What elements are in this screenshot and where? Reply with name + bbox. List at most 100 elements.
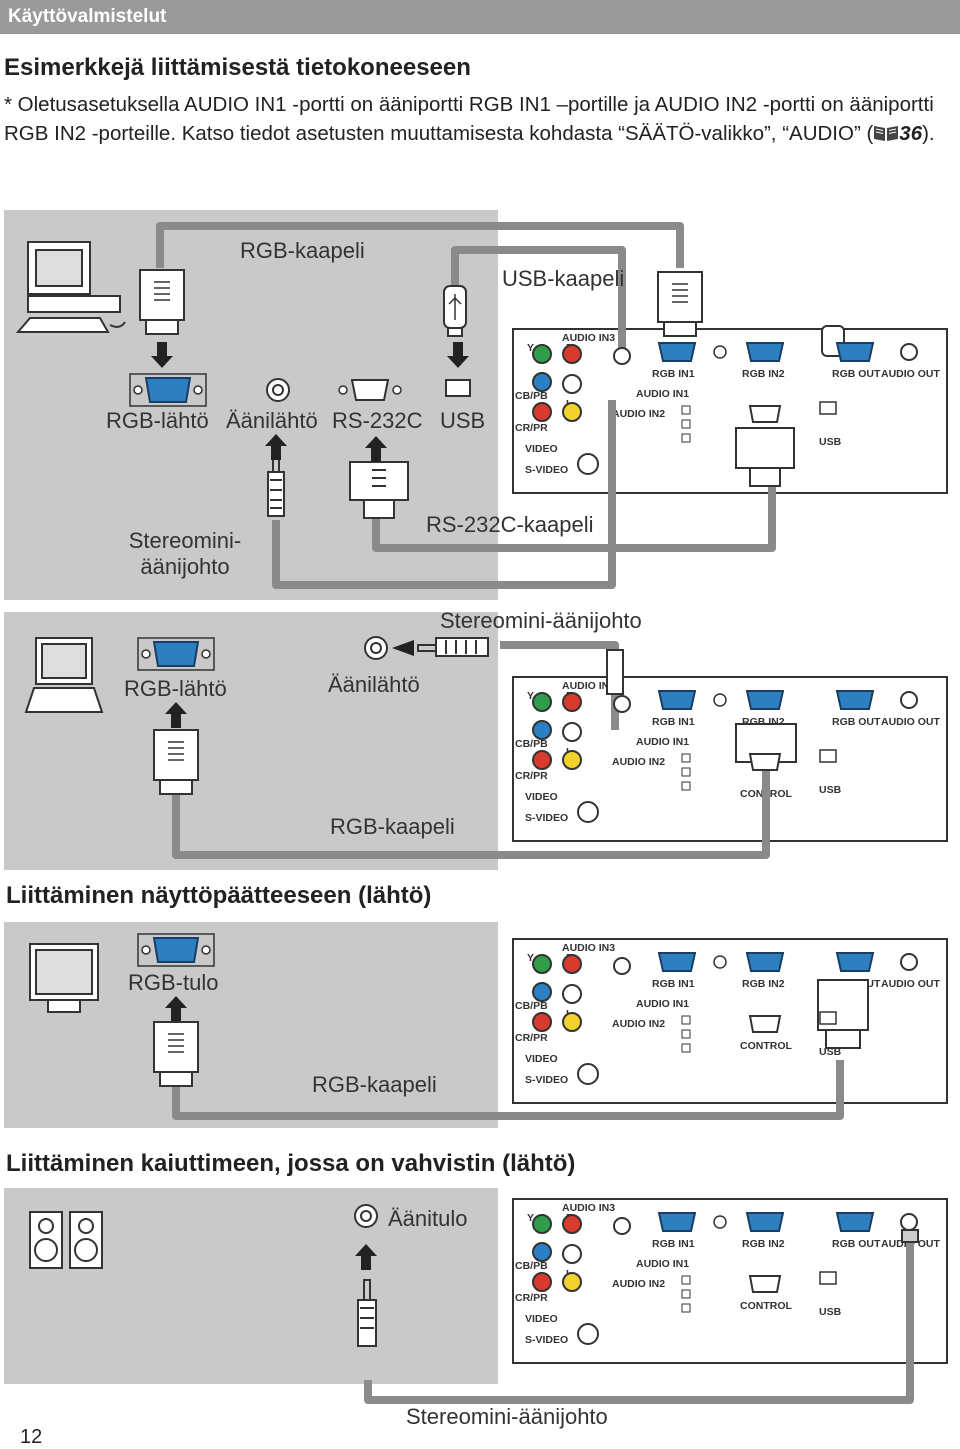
port-label-s-video: S-VIDEO [525,1074,569,1086]
audio-out-label: Äänilähtö [226,408,318,433]
stereo-plug-icon [267,449,285,517]
rgb-in-label: RGB-tulo [128,970,219,995]
port-label-rgb-in2: RGB IN2 [742,1238,785,1250]
usb-plug-icon [443,285,467,337]
projector-ports-4 [532,1212,918,1345]
port-label-audio-in2: AUDIO IN2 [612,1278,666,1290]
usb-cable-label: USB-kaapeli [502,266,625,291]
port-label-audio-in3: AUDIO IN3 [562,942,616,954]
speaker-icon [29,1211,103,1269]
port-label-audio-in1: AUDIO IN1 [636,1258,690,1270]
stereo-plug-icon [606,649,624,695]
rgb-out-label: RGB-lähtö [106,408,209,433]
port-label-audio-in3: AUDIO IN3 [562,680,616,692]
main-heading: Esimerkkejä liittämisestä tietokoneeseen [4,54,471,81]
port-label-rgb-in2: RGB IN2 [742,978,785,990]
usb-port-icon [445,379,471,397]
port-label-video: VIDEO [525,443,558,455]
port-label-video: VIDEO [525,791,558,803]
port-label-audio-in1: AUDIO IN1 [636,388,690,400]
port-label-y: Y [527,690,535,702]
rgb-cable-label: RGB-kaapeli [312,1072,437,1097]
rs232c-label: RS-232C [332,408,423,433]
port-label-rgb-out: RGB OUT [832,716,881,728]
projector-ports-1 [532,342,918,475]
port-label-cr-pr: CR/PR [515,1292,548,1304]
port-label-audio-in3: AUDIO IN3 [562,332,616,344]
port-label-audio-in2: AUDIO IN2 [612,408,666,420]
port-label-s-video: S-VIDEO [525,812,569,824]
page-reference: 36 [899,122,923,145]
port-label-rgb-in1: RGB IN1 [652,368,695,380]
port-label-y: Y [527,1212,535,1224]
port-label-cb-pb: CB/PB [515,1260,548,1272]
port-label-cb-pb: CB/PB [515,390,548,402]
rgb-out-label: RGB-lähtö [124,676,227,701]
section-header-bar: Käyttövalmistelut [0,0,960,34]
port-label-audio-in2: AUDIO IN2 [612,1018,666,1030]
stereo-plug-icon [357,1279,377,1347]
port-label-video: VIDEO [525,1313,558,1325]
port-label-rgb-in1: RGB IN1 [652,1238,695,1250]
port-label-s-video: S-VIDEO [525,1334,569,1346]
port-label-cr-pr: CR/PR [515,1032,548,1044]
cables-d3 [172,1060,844,1120]
port-label-usb: USB [819,784,842,796]
usb-label: USB [440,408,486,433]
port-label-y: Y [527,952,535,964]
port-label-audio-in1: AUDIO IN1 [636,998,690,1010]
port-label-usb: USB [819,436,842,448]
port-label-rgb-in1: RGB IN1 [652,716,695,728]
stereo-cable-label: Stereomini-äänijohto [440,608,642,633]
stereo-plug-icon [417,637,489,657]
port-label-s-video: S-VIDEO [525,464,569,476]
audio-in-label: Äänitulo [388,1206,468,1231]
rgb-cable-label: RGB-kaapeli [240,238,365,263]
port-label-cr-pr: CR/PR [515,770,548,782]
intro-text-end: ). [922,122,935,145]
port-label-audio-in2: AUDIO IN2 [612,756,666,768]
laptop-icon [24,637,104,713]
stereo-cable-label: Stereomini-äänijohto [406,1404,608,1429]
intro-paragraph: * Oletusasetuksella AUDIO IN1 -portti on… [4,90,954,148]
section-title: Käyttövalmistelut [8,6,167,27]
port-label-video: VIDEO [525,1053,558,1065]
port-label-audio-in3: AUDIO IN3 [562,1202,616,1214]
rs232c-plug-icon [349,461,409,519]
arrow-left-icon [392,640,414,656]
port-label-rgb-out: RGB OUT [832,1238,881,1250]
rs232c-cable-label: RS-232C-kaapeli [426,512,594,537]
port-label-cr-pr: CR/PR [515,422,548,434]
book-icon [874,126,899,141]
rgb-cable-label: RGB-kaapeli [330,814,455,839]
monitor-icon [29,943,99,1013]
port-label-rgb-in1: RGB IN1 [652,978,695,990]
port-label-y: Y [527,342,535,354]
stereo-cable-label-line2: äänijohto [140,554,230,579]
section-heading-speaker: Liittäminen kaiuttimeen, jossa on vahvis… [6,1150,576,1177]
rs232c-plug-icon [735,427,795,487]
intro-text: * Oletusasetuksella AUDIO IN1 -portti on… [4,93,934,145]
port-label-rgb-out: RGB OUT [832,368,881,380]
section-heading-monitor: Liittäminen näyttöpäätteeseen (lähtö) [6,882,432,909]
port-label-audio-in1: AUDIO IN1 [636,736,690,748]
projector-ports-3 [532,952,918,1085]
port-label-cb-pb: CB/PB [515,1000,548,1012]
port-label-usb: USB [819,1306,842,1318]
desktop-computer-icon [15,241,126,333]
rgb-cable-plug-icon [817,979,869,1049]
audio-out-label: Äänilähtö [328,672,420,697]
port-label-control: CONTROL [740,1300,792,1312]
cables-d4 [364,1240,914,1404]
port-label-control: CONTROL [740,1040,792,1052]
stereo-cable-label-line1: Stereomini- [128,528,242,553]
port-label-audio-out: AUDIO OUT [881,716,940,728]
port-label-audio-out: AUDIO OUT [881,978,940,990]
projector-ports-2 [532,690,918,823]
stereo-cable-label: Stereomini- äänijohto [120,528,250,580]
port-label-audio-out: AUDIO OUT [881,368,940,380]
cables-d1 [156,222,776,589]
page-number: 12 [20,1426,43,1448]
